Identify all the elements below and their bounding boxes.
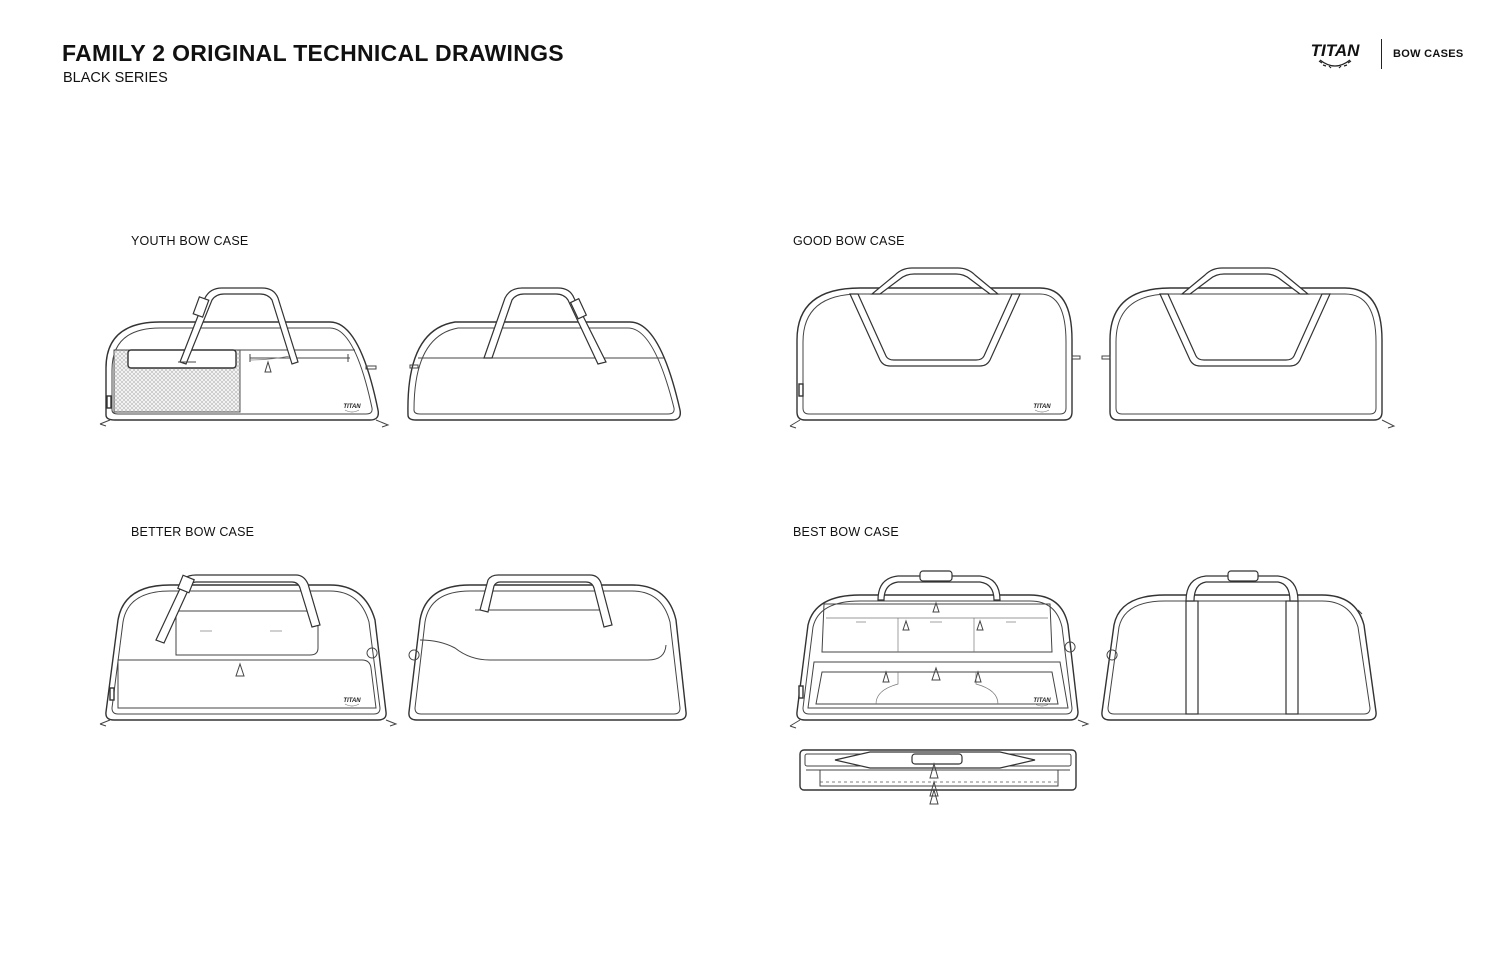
section-label-good: GOOD BOW CASE [793, 234, 905, 248]
brand-divider [1381, 39, 1382, 69]
youth-case-back-drawing [407, 287, 682, 421]
best-case-front-drawing: TITAN [789, 570, 1090, 729]
best-case-back-drawing [1101, 570, 1377, 721]
brand-tagline: BOW CASES [1393, 48, 1464, 60]
brand-logo-text: TITAN [1311, 41, 1361, 60]
brand-lockup: TITAN BOW CASES [1290, 36, 1465, 72]
titan-mark-icon: TITAN [343, 404, 361, 413]
section-label-youth: YOUTH BOW CASE [131, 234, 249, 248]
titan-mark-icon: TITAN [343, 698, 361, 707]
svg-text:TITAN: TITAN [343, 698, 361, 704]
titan-mark-icon: TITAN [1033, 698, 1051, 707]
titan-mark-icon: TITAN [1033, 404, 1051, 413]
better-case-back-drawing [408, 574, 687, 721]
page-subtitle: BLACK SERIES [63, 70, 168, 86]
youth-case-front-drawing: TITAN [99, 287, 390, 428]
svg-text:TITAN: TITAN [343, 404, 361, 410]
section-label-best: BEST BOW CASE [793, 525, 899, 539]
svg-text:TITAN: TITAN [1033, 404, 1051, 410]
good-case-back-drawing [1101, 267, 1396, 429]
good-case-front-drawing: TITAN [789, 267, 1081, 429]
section-label-better: BETTER BOW CASE [131, 525, 255, 539]
page-title: FAMILY 2 ORIGINAL TECHNICAL DRAWINGS [62, 40, 564, 66]
svg-text:TITAN: TITAN [1033, 698, 1051, 704]
best-case-top-drawing [799, 749, 1077, 805]
better-case-front-drawing: TITAN [99, 574, 398, 727]
titan-logo-icon: TITAN [1311, 41, 1361, 69]
